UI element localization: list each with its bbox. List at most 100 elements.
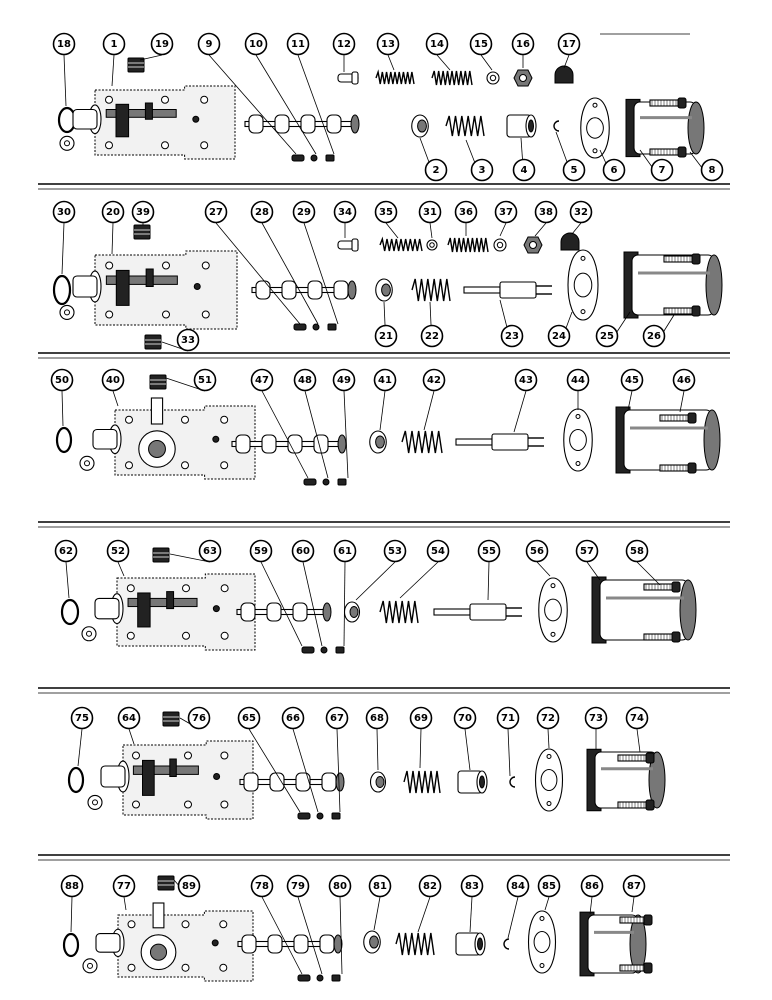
callout-6: 6 bbox=[599, 149, 626, 182]
spring-seat bbox=[369, 430, 387, 454]
callout-number: 3 bbox=[479, 165, 486, 176]
callout-85: 85 bbox=[537, 874, 561, 911]
callout-17: 17 bbox=[557, 32, 581, 69]
leader-line bbox=[534, 222, 547, 237]
detent-parts bbox=[293, 323, 337, 331]
callout-39: 39 bbox=[131, 200, 155, 225]
callout-number: 77 bbox=[117, 881, 131, 892]
cap-nut bbox=[560, 232, 580, 251]
callout-48: 48 bbox=[293, 368, 329, 479]
callout-47: 47 bbox=[250, 368, 309, 479]
callout-2: 2 bbox=[419, 137, 448, 182]
cap-nut bbox=[554, 65, 574, 84]
callout-28: 28 bbox=[250, 200, 319, 325]
callout-20: 20 bbox=[101, 200, 125, 255]
cap-screw bbox=[663, 253, 701, 265]
callout-37: 37 bbox=[494, 200, 518, 237]
leader-line bbox=[487, 561, 490, 601]
coil-spring bbox=[403, 770, 441, 794]
callout-70: 70 bbox=[453, 706, 477, 771]
callout-number: 48 bbox=[298, 375, 312, 386]
leader-line bbox=[261, 222, 319, 325]
callout-54: 54 bbox=[399, 539, 450, 599]
callout-number: 43 bbox=[519, 375, 533, 386]
leader-line bbox=[636, 561, 661, 586]
callout-number: 26 bbox=[647, 331, 661, 342]
leader-line bbox=[343, 561, 346, 647]
leader-line bbox=[586, 561, 601, 581]
leader-line bbox=[627, 390, 633, 411]
valve-spool bbox=[231, 434, 347, 454]
coil-spring bbox=[375, 69, 415, 85]
leader-line bbox=[513, 390, 527, 433]
callout-number: 24 bbox=[552, 331, 566, 342]
valve-spool bbox=[237, 934, 343, 954]
leader-line bbox=[423, 390, 435, 431]
callout-72: 72 bbox=[536, 706, 560, 749]
callout-number: 36 bbox=[459, 207, 473, 218]
callout-66: 66 bbox=[281, 706, 319, 813]
leader-line bbox=[563, 54, 570, 69]
coil-spring bbox=[379, 600, 419, 624]
callout-81: 81 bbox=[368, 874, 392, 931]
end-cover bbox=[591, 576, 697, 644]
sleeve bbox=[457, 770, 488, 794]
callout-number: 4 bbox=[521, 165, 528, 176]
callout-number: 51 bbox=[198, 375, 212, 386]
plug-fitting bbox=[133, 224, 151, 240]
leader-line bbox=[544, 896, 550, 911]
callout-number: 5 bbox=[571, 165, 578, 176]
leader-line bbox=[112, 390, 119, 407]
callout-number: 69 bbox=[414, 713, 428, 724]
leader-line bbox=[636, 728, 641, 753]
leader-line bbox=[399, 561, 439, 599]
gasket bbox=[534, 748, 564, 812]
callout-61: 61 bbox=[333, 539, 357, 647]
end-cover bbox=[623, 251, 723, 319]
callout-9: 9 bbox=[197, 32, 297, 155]
callout-38: 38 bbox=[534, 200, 558, 237]
detent-parts bbox=[303, 478, 347, 486]
gasket bbox=[538, 577, 568, 643]
plug-fitting bbox=[144, 334, 162, 350]
leader-line bbox=[387, 54, 395, 71]
callout-number: 70 bbox=[458, 713, 472, 724]
callout-number: 9 bbox=[206, 39, 213, 50]
leader-line bbox=[355, 561, 396, 601]
o-ring bbox=[67, 766, 85, 794]
callout-30: 30 bbox=[52, 200, 76, 275]
leader-line bbox=[379, 390, 386, 431]
callout-18: 18 bbox=[52, 32, 76, 107]
coil-spring bbox=[447, 237, 489, 253]
callout-60: 60 bbox=[291, 539, 323, 647]
pin bbox=[337, 238, 359, 252]
leader-line bbox=[261, 390, 309, 479]
end-cover bbox=[586, 748, 666, 812]
leader-line bbox=[77, 728, 83, 767]
cap-screw bbox=[619, 914, 653, 926]
callout-24: 24 bbox=[547, 311, 573, 348]
callout-1: 1 bbox=[102, 32, 126, 87]
callout-41: 41 bbox=[373, 368, 397, 431]
callout-number: 33 bbox=[181, 335, 195, 346]
cap-screw bbox=[643, 631, 681, 643]
callout-number: 83 bbox=[465, 881, 479, 892]
cap-screw bbox=[643, 581, 681, 593]
solenoid-plunger bbox=[455, 433, 544, 451]
leader-line bbox=[385, 222, 399, 239]
leader-line bbox=[547, 728, 550, 749]
leader-line bbox=[429, 222, 433, 239]
callout-89: 89 bbox=[173, 874, 201, 898]
leader-line bbox=[302, 561, 323, 647]
parts-layer bbox=[52, 57, 723, 982]
callout-62: 62 bbox=[54, 539, 78, 599]
callout-number: 52 bbox=[111, 546, 125, 557]
callout-number: 54 bbox=[431, 546, 445, 557]
callout-number: 47 bbox=[255, 375, 269, 386]
callout-22: 22 bbox=[420, 301, 444, 348]
leader-line bbox=[417, 896, 431, 933]
callout-number: 37 bbox=[499, 207, 513, 218]
callout-number: 17 bbox=[562, 39, 576, 50]
callout-number: 74 bbox=[630, 713, 644, 724]
